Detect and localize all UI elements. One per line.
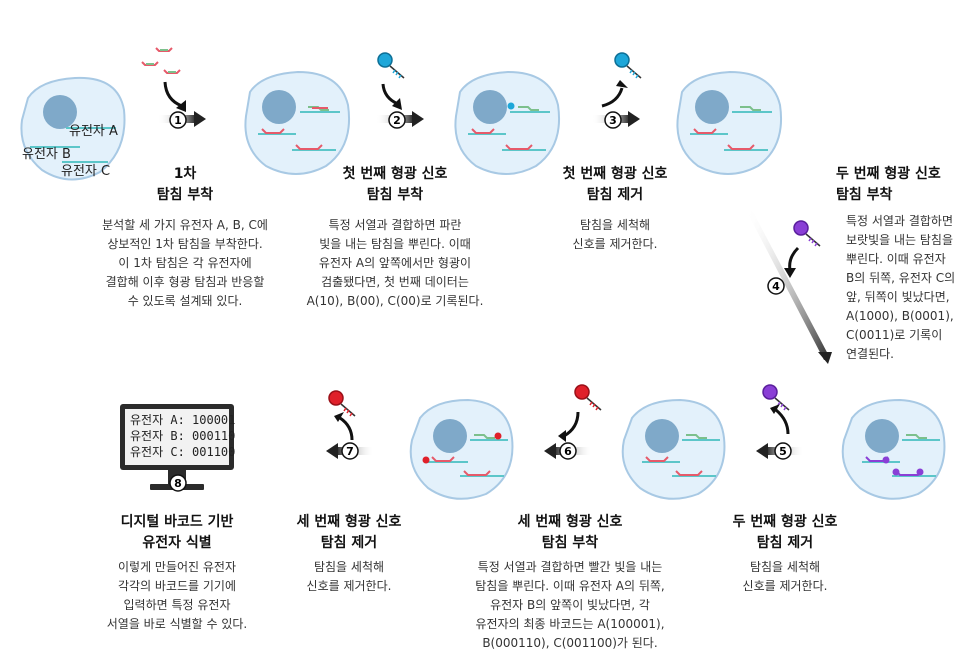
blue-probe-icon-3: [614, 52, 642, 79]
red-probe-icon-7: [328, 390, 356, 417]
step-8-desc: 이렇게 만들어진 유전자 각각의 바코드를 기기에 입력하면 특정 유전자 서열…: [106, 560, 248, 631]
cell-4: [676, 70, 782, 175]
cell-7: [409, 398, 514, 500]
step-3-desc: 탐침을 세척해 신호를 제거한다.: [572, 218, 658, 251]
curved-arrow-heads: [176, 80, 796, 442]
cell-5: [841, 398, 946, 500]
step-7-desc: 탐침을 세척해 신호를 제거한다.: [306, 560, 392, 593]
curved-arrows: [163, 81, 800, 441]
gene-label-c: 유전자 C: [61, 164, 111, 179]
step-1-desc: 분석할 세 가지 유전자 A, B, C에 상보적인 1차 탐침을 부착한다. …: [102, 218, 268, 308]
step-5-desc: 탐침을 세척해 신호를 제거한다.: [742, 560, 828, 593]
step-6-desc: 특정 서열과 결합하면 빨간 빛을 내는 탐침을 뿌린다. 이때 유전자 A의 …: [475, 560, 665, 650]
blue-probe-icon-2: [377, 52, 405, 79]
monitor-line-c: 유전자 C: 001100: [130, 445, 236, 459]
cell-3: [454, 70, 560, 175]
gene-label-a: 유전자 A: [69, 124, 118, 139]
cell-2: [244, 70, 350, 175]
monitor-line-a: 유전자 A: 100001: [130, 413, 236, 427]
step-2-desc: 특정 서열과 결합하면 파란 빛을 내는 탐침을 뿌린다. 이때 유전자 A의 …: [306, 218, 484, 308]
cell-6: [621, 398, 726, 500]
purple-probe-icon-5: [762, 384, 790, 411]
gene-label-b: 유전자 B: [22, 147, 71, 162]
cell-1: [20, 76, 126, 181]
red-probe-icon-6: [574, 384, 602, 411]
monitor-icon: [120, 404, 234, 490]
purple-probe-icon-4: [793, 220, 821, 247]
step-4-desc: 특정 서열과 결합하면 보랏빛을 내는 탐침을 뿌린다. 이때 유전자 B의 뒤…: [846, 214, 956, 361]
monitor-screen: 유전자 A: 100001 유전자 B: 000110 유전자 C: 00110…: [130, 412, 235, 460]
primary-probes: [141, 47, 181, 74]
monitor-line-b: 유전자 B: 000110: [130, 429, 236, 443]
